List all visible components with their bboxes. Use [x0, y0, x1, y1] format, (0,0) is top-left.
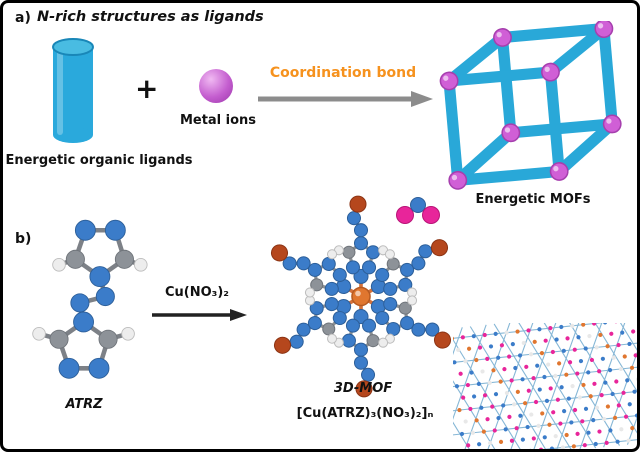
- panel-a-title: N-rich structures as ligands: [37, 9, 264, 25]
- atrz-caption: ATRZ: [65, 397, 103, 412]
- coordination-bond-label: Coordination bond: [269, 65, 417, 81]
- panel-a-label: a): [15, 10, 31, 26]
- product-formula: [Cu(ATRZ)₃(NO₃)₂]ₙ: [296, 406, 434, 421]
- reagent-label: Cu(NO₃)₂: [165, 285, 229, 300]
- plus-sign: +: [135, 72, 159, 105]
- product-name: 3D-MOF: [333, 381, 393, 396]
- atrz-molecule-graphic: [32, 219, 148, 379]
- crystal-packing-graphic: [453, 323, 637, 449]
- energetic-mof-cube-graphic: [439, 21, 622, 190]
- metal-ion-sphere: [199, 69, 233, 103]
- mof-caption: Energetic MOFs: [475, 192, 591, 207]
- ligand-caption: Energetic organic ligands: [5, 153, 193, 168]
- panel-b-label: b): [15, 231, 32, 247]
- mof-complex-graphic: [258, 194, 464, 399]
- nitrate-molecule-graphic: [396, 197, 440, 224]
- metal-ion-caption: Metal ions: [179, 113, 257, 128]
- coordination-arrow-icon: [258, 91, 433, 107]
- reaction-arrow-icon: [152, 309, 247, 321]
- energetic-ligand-cylinder-graphic: [52, 38, 94, 143]
